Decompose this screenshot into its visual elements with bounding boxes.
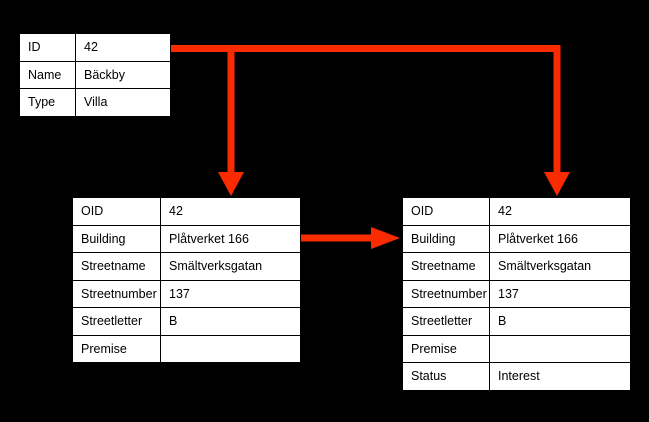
row-label-cell: Streetletter (402, 307, 490, 336)
address-table-right: OID 42 Building Plåtverket 166 Streetnam… (402, 197, 631, 391)
table-row: Status Interest (402, 362, 631, 391)
table-row: Streetname Smältverksgatan (402, 252, 631, 281)
table-row: Premise (72, 334, 301, 363)
row-label-cell: Premise (402, 334, 490, 363)
row-value-cell: Plåtverket 166 (160, 224, 301, 253)
row-label-cell: Building (72, 224, 161, 253)
row-value-cell: Smältverksgatan (489, 252, 631, 281)
row-value-cell: Smältverksgatan (160, 252, 301, 281)
row-label-cell: OID (72, 197, 161, 226)
table-row: OID 42 (402, 197, 631, 226)
arrowhead-to-right-address-icon (544, 172, 570, 196)
table-row: Streetname Smältverksgatan (72, 252, 301, 281)
table-row: Streetletter B (402, 307, 631, 336)
table-row: Type Villa (19, 88, 171, 117)
arrowhead-left-to-right-icon (371, 227, 400, 249)
table-row: OID 42 (72, 197, 301, 226)
row-value-cell: 137 (160, 279, 301, 308)
row-label-cell: Status (402, 362, 490, 391)
row-value-cell: Interest (489, 362, 631, 391)
row-value-cell: Plåtverket 166 (489, 224, 631, 253)
row-label-cell: Name (19, 60, 76, 89)
row-value-cell: 42 (489, 197, 631, 226)
row-label-cell: OID (402, 197, 490, 226)
row-label-cell: Type (19, 88, 76, 117)
arrowhead-to-left-address-icon (218, 172, 244, 196)
arrow-trunk-line (170, 45, 561, 174)
table-row: Streetnumber 137 (72, 279, 301, 308)
row-label-cell: Streetname (402, 252, 490, 281)
row-label-cell: ID (19, 33, 76, 62)
table-row: ID 42 (19, 33, 171, 62)
row-value-cell (160, 334, 301, 363)
row-label-cell: Premise (72, 334, 161, 363)
table-row: Streetletter B (72, 307, 301, 336)
table-row: Premise (402, 334, 631, 363)
table-row: Streetnumber 137 (402, 279, 631, 308)
row-value-cell: B (160, 307, 301, 336)
row-value-cell: 42 (75, 33, 171, 62)
address-table-left: OID 42 Building Plåtverket 166 Streetnam… (72, 197, 301, 363)
row-value-cell: 42 (160, 197, 301, 226)
row-label-cell: Streetnumber (402, 279, 490, 308)
row-value-cell: 137 (489, 279, 631, 308)
row-value-cell: B (489, 307, 631, 336)
row-value-cell (489, 334, 631, 363)
row-value-cell: Villa (75, 88, 171, 117)
entity-table: ID 42 Name Bäckby Type Villa (19, 33, 171, 117)
row-label-cell: Building (402, 224, 490, 253)
row-label-cell: Streetletter (72, 307, 161, 336)
table-row: Building Plåtverket 166 (72, 224, 301, 253)
table-row: Building Plåtverket 166 (402, 224, 631, 253)
row-label-cell: Streetname (72, 252, 161, 281)
row-value-cell: Bäckby (75, 60, 171, 89)
row-label-cell: Streetnumber (72, 279, 161, 308)
table-row: Name Bäckby (19, 60, 171, 89)
